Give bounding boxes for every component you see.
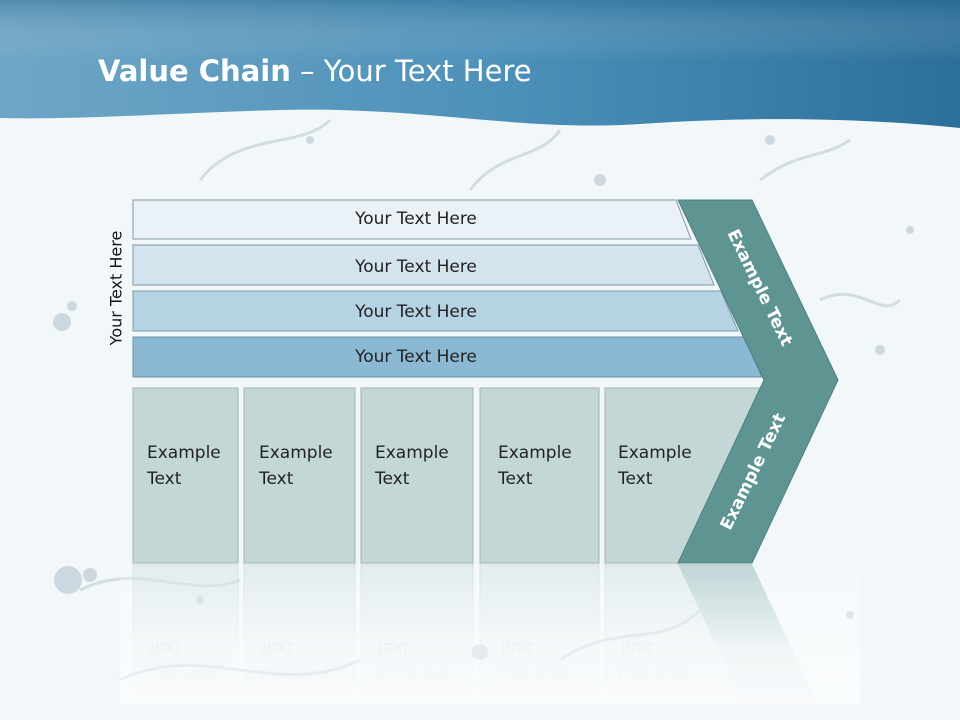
activity-label: Text xyxy=(374,469,410,489)
activity-label: Text xyxy=(617,469,653,489)
activity-box xyxy=(132,387,239,564)
activity-label: Example xyxy=(259,443,333,463)
activity-box xyxy=(243,387,356,564)
activity-label: Example xyxy=(618,443,692,463)
support-row-label: Your Text Here xyxy=(354,257,477,277)
support-row xyxy=(132,244,715,286)
support-row-label: Your Text Here xyxy=(354,347,477,367)
primary-activities: Example Text Example Text Example Text E… xyxy=(132,387,761,564)
activity-label: Example xyxy=(147,443,221,463)
slide-title: Value Chain – Your Text Here xyxy=(98,54,532,88)
support-row-label: Your Text Here xyxy=(354,302,477,322)
activity-label: Text xyxy=(146,469,182,489)
slide-title-bold: Value Chain xyxy=(98,54,291,88)
activity-label: Example xyxy=(375,443,449,463)
support-row-label: Your Text Here xyxy=(354,209,477,229)
activity-label: Example xyxy=(498,443,572,463)
slide-title-rest: – Your Text Here xyxy=(290,54,532,88)
support-row xyxy=(132,199,692,240)
activity-box xyxy=(479,387,600,564)
activity-label: Text xyxy=(258,469,294,489)
activity-box xyxy=(360,387,474,564)
support-row xyxy=(132,290,739,332)
support-row xyxy=(132,336,763,378)
support-activities: Your Text Here Your Text Here Your Text … xyxy=(132,199,763,378)
chevron-arrow xyxy=(677,199,839,564)
activity-label: Text xyxy=(497,469,533,489)
